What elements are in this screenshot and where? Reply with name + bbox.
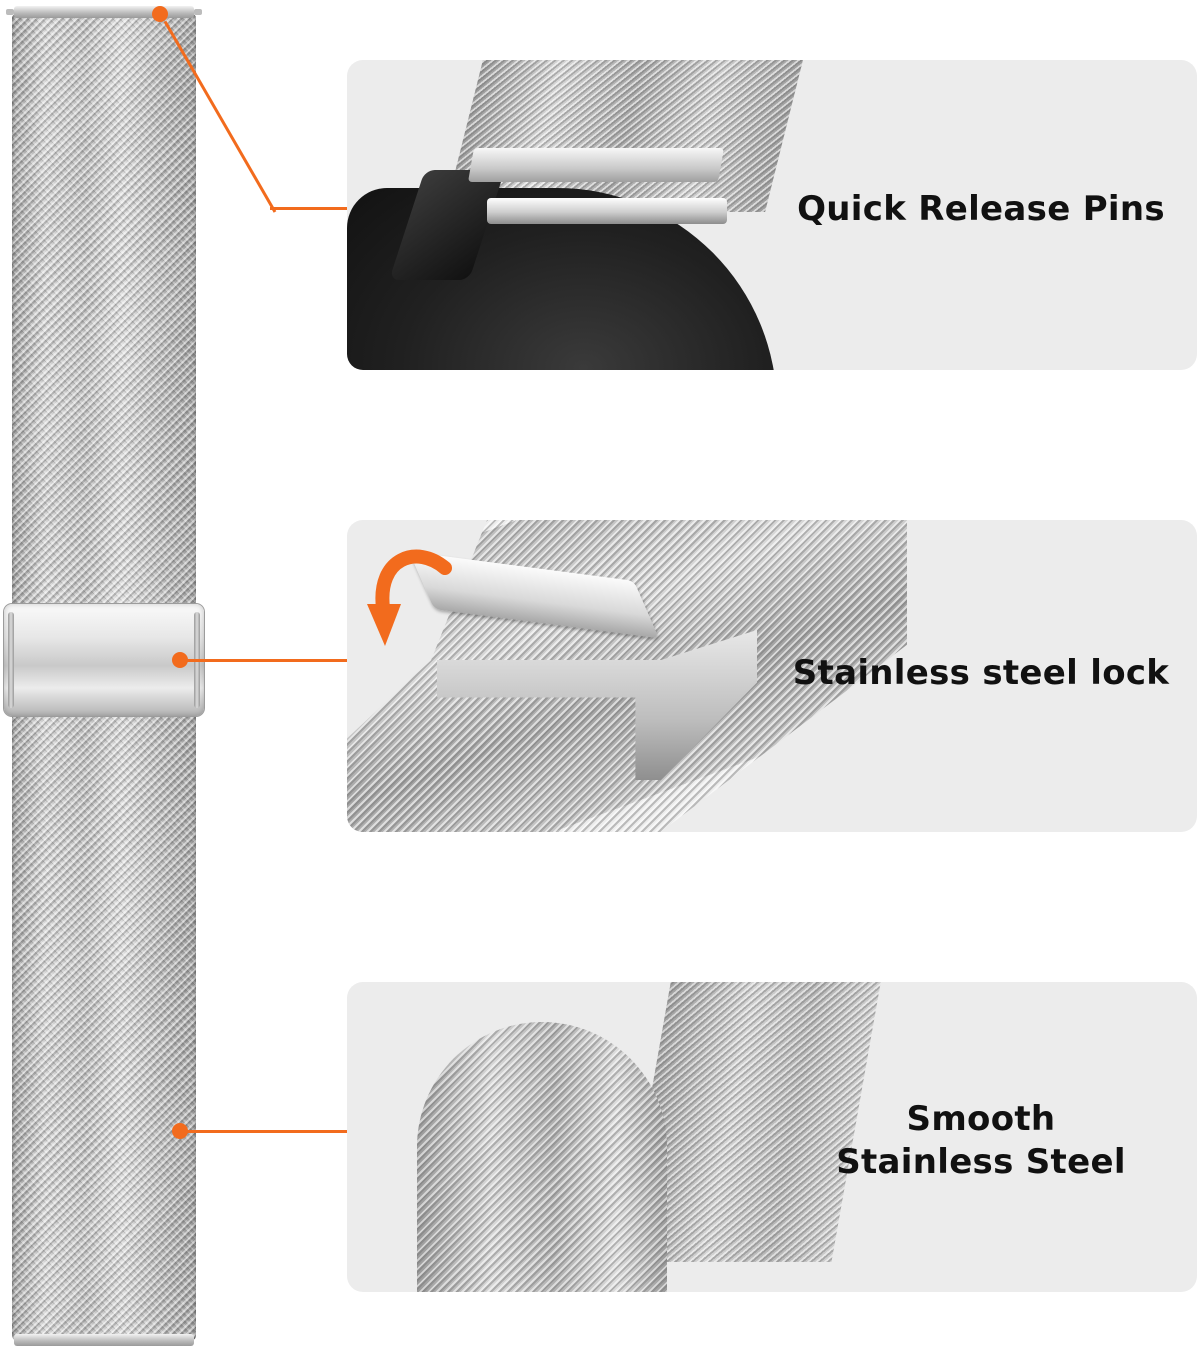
callout-line-lock (186, 659, 348, 662)
strap-bottom-end (14, 1334, 194, 1346)
feature-label-steel-line1: Smooth (906, 1099, 1056, 1139)
quick-release-pin-left (6, 9, 14, 15)
feature-label-lock: Stainless steel lock (792, 653, 1170, 693)
strap-end-bar (468, 148, 724, 182)
callout-dot-lock (172, 652, 188, 668)
quick-release-pin-right (194, 9, 202, 15)
callout-line-steel (186, 1130, 348, 1133)
callout-line-pins-horizontal (270, 207, 348, 210)
feature-panel-steel: Smooth Stainless Steel (347, 982, 1197, 1292)
feature-label-steel-line2: Stainless Steel (836, 1141, 1126, 1182)
clasp-edge-left (8, 612, 14, 708)
steel-mesh-loop (417, 1022, 667, 1292)
callout-dot-pins (152, 6, 168, 22)
curved-arrow-icon (367, 549, 452, 646)
feature-panel-lock: Stainless steel lock (347, 520, 1197, 832)
strap-clasp (4, 604, 204, 716)
callout-dot-steel (172, 1123, 188, 1139)
quick-release-pin-image (487, 198, 727, 224)
feature-panel-quick-release: Quick Release Pins (347, 60, 1197, 370)
strap-top-end (14, 6, 194, 18)
feature-label-quick-release: Quick Release Pins (797, 189, 1165, 229)
feature-label-steel: Smooth Stainless Steel (781, 1098, 1181, 1183)
